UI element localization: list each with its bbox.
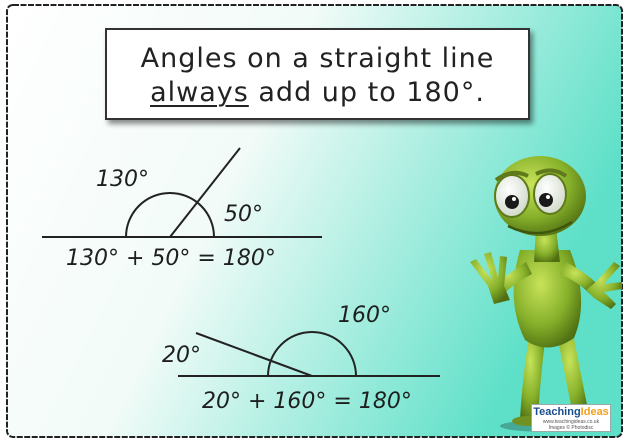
title-line-1: Angles on a straight line bbox=[140, 43, 495, 74]
title-line-2-rest: add up to 180°. bbox=[248, 77, 485, 108]
example2-ray bbox=[195, 332, 313, 377]
example1-diagram bbox=[42, 147, 322, 238]
example1-arc bbox=[125, 192, 215, 238]
logo-credit: Images © Photodisc bbox=[548, 425, 594, 431]
logo-url: www.teachingideas.co.uk bbox=[542, 419, 600, 425]
alien-character bbox=[470, 156, 622, 432]
example2-arc bbox=[267, 331, 357, 377]
title-box: Angles on a straight line always add up … bbox=[105, 28, 530, 120]
example1-ray bbox=[169, 147, 241, 238]
title-line-2: always add up to 180°. bbox=[107, 76, 528, 110]
logo-accent-text: Ideas bbox=[580, 406, 609, 418]
teaching-ideas-logo: TeachingIdeas www.teachingideas.co.uk Im… bbox=[531, 404, 611, 432]
title-emphasis-word: always bbox=[150, 77, 249, 108]
example1-angle-right-label: 50° bbox=[224, 202, 263, 227]
logo-main-text: Teaching bbox=[533, 406, 581, 418]
example2-diagram bbox=[178, 331, 440, 377]
example2-equation: 20° + 160° = 180° bbox=[202, 389, 412, 414]
example1-equation: 130° + 50° = 180° bbox=[66, 246, 276, 271]
example1-angle-left-label: 130° bbox=[96, 167, 149, 192]
example2-angle-left-label: 20° bbox=[162, 343, 201, 368]
example2-angle-right-label: 160° bbox=[338, 303, 391, 328]
